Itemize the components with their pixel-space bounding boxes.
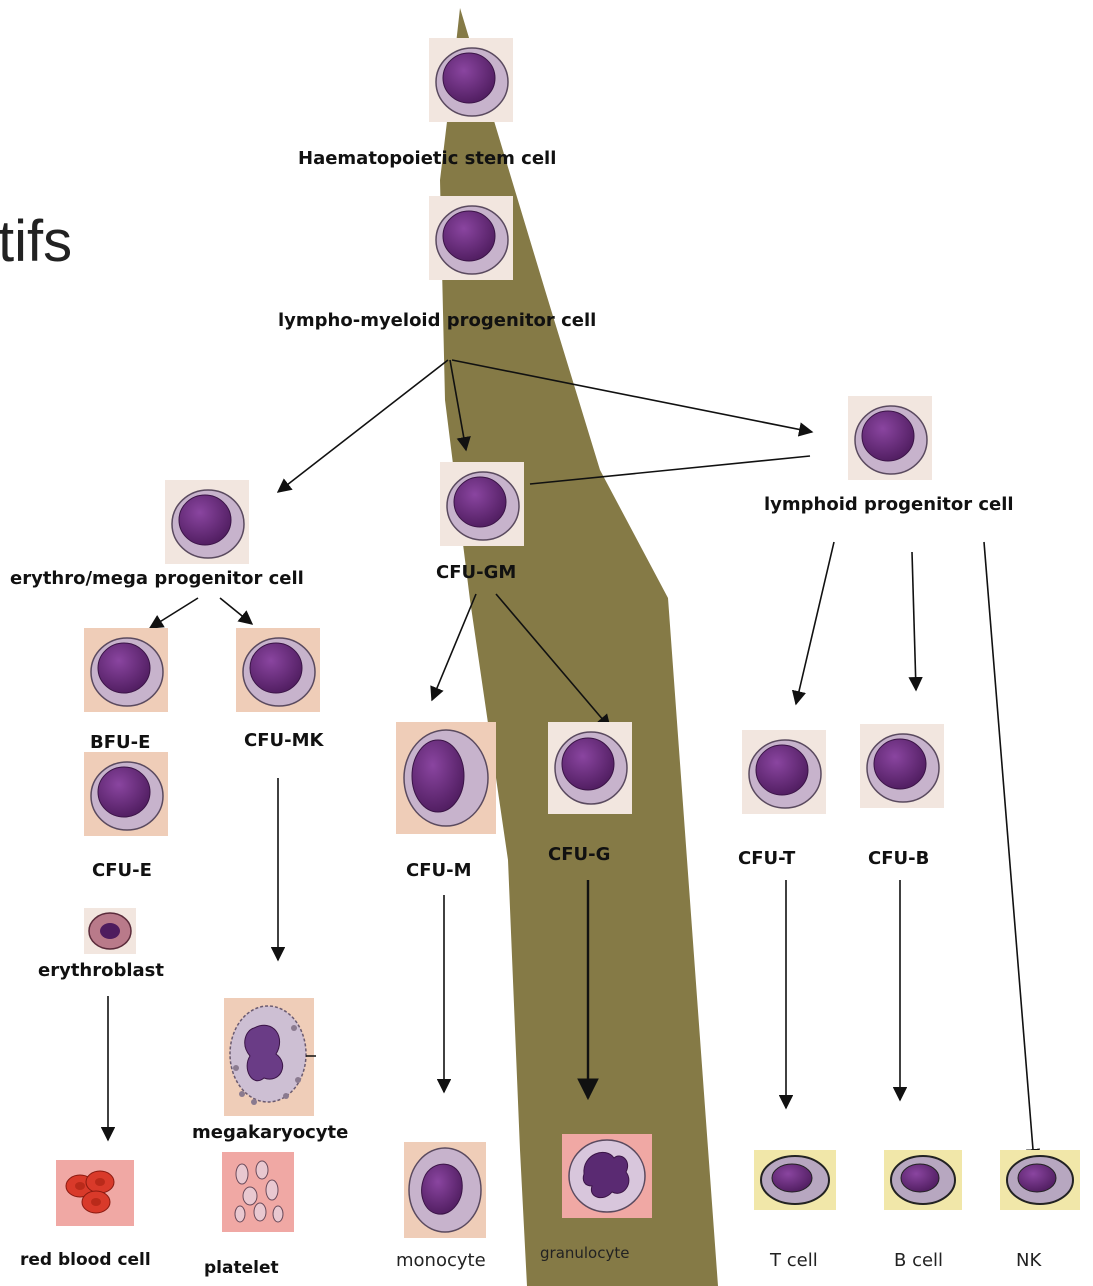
- label-b-cell: B cell: [894, 1250, 943, 1271]
- label-monocyte: monocyte: [396, 1250, 486, 1271]
- label-megakaryocyte: megakaryocyte: [192, 1122, 348, 1143]
- label-platelet: platelet: [204, 1258, 279, 1278]
- label-hsc: Haematopoietic stem cell: [298, 148, 556, 169]
- label-cfu-b: CFU-B: [868, 848, 929, 869]
- label-cfu-t: CFU-T: [738, 848, 795, 869]
- cell-b-cell: [884, 1150, 962, 1210]
- label-granulocyte: granulocyte: [540, 1244, 629, 1262]
- cell-cfu-g: [548, 722, 632, 814]
- cell-bfu-e: [84, 628, 168, 712]
- label-lymphoid: lymphoid progenitor cell: [764, 494, 1014, 515]
- cell-haematopoietic-stem: [429, 38, 513, 122]
- cell-cfu-e: [84, 752, 168, 836]
- cell-t-cell: [754, 1150, 836, 1210]
- arrow-lmp-to-emp: [278, 360, 448, 492]
- cell-lympho-myeloid-progenitor: [429, 196, 513, 280]
- cell-cfu-mk: [236, 628, 320, 712]
- arrow-lymphoid-to-cfu-t: [796, 542, 834, 704]
- title-fragment: tifs: [0, 208, 72, 275]
- arrow-lymphoid-to-nk: [984, 542, 1034, 1162]
- cell-monocyte: [404, 1142, 486, 1238]
- cell-red-blood-cell: [56, 1160, 134, 1226]
- label-cfu-m: CFU-M: [406, 860, 472, 881]
- label-lmp: lympho-myeloid progenitor cell: [278, 310, 596, 331]
- arrow-emp-to-cfu-mk: [220, 598, 252, 624]
- cell-erythroblast: [84, 908, 136, 954]
- label-red-blood-cell: red blood cell: [20, 1250, 151, 1270]
- arrow-cfu-gm-to-cfu-m: [432, 594, 476, 700]
- cell-platelet: [222, 1152, 294, 1232]
- label-t-cell: T cell: [770, 1250, 818, 1271]
- label-nk: NK: [1016, 1250, 1041, 1271]
- label-cfu-mk: CFU-MK: [244, 730, 323, 751]
- label-cfu-g: CFU-G: [548, 844, 610, 865]
- label-cfu-e: CFU-E: [92, 860, 152, 881]
- arrow-lymphoid-to-cfu-b: [912, 552, 916, 690]
- cell-cfu-m: [396, 722, 496, 834]
- cell-megakaryocyte: [224, 998, 316, 1116]
- label-erythroblast: erythroblast: [38, 960, 164, 981]
- cell-cfu-b: [860, 724, 944, 808]
- cell-nk: [1000, 1150, 1080, 1210]
- cell-cfu-t: [742, 730, 826, 814]
- cell-erythro-mega-progenitor: [165, 480, 249, 564]
- cell-granulocyte: [562, 1134, 652, 1218]
- cell-lymphoid-progenitor: [848, 396, 932, 480]
- label-cfu-gm: CFU-GM: [436, 562, 516, 583]
- label-emp: erythro/mega progenitor cell: [10, 568, 304, 589]
- label-bfu-e: BFU-E: [90, 732, 150, 753]
- cell-cfu-gm: [440, 462, 524, 546]
- arrow-emp-to-bfu-e: [150, 598, 198, 628]
